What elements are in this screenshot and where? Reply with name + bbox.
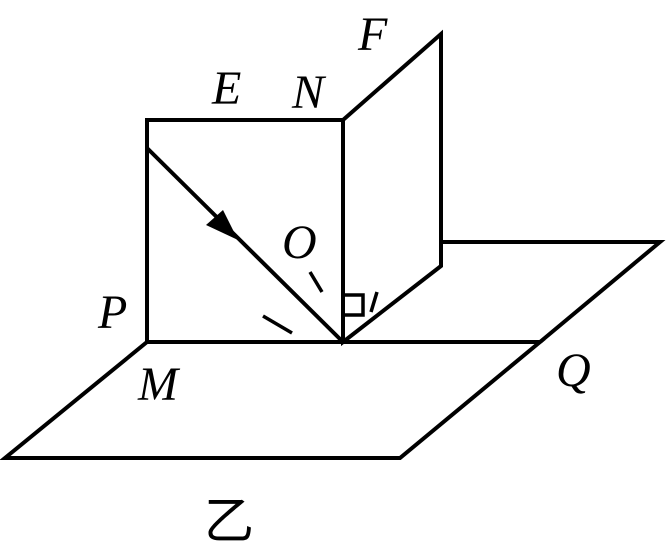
reflected-dash bbox=[262, 314, 293, 335]
ray-direction-arrow bbox=[206, 210, 238, 240]
ground-plane-back-edge bbox=[440, 240, 666, 344]
normal-dash-2 bbox=[369, 291, 379, 313]
label-n: N bbox=[291, 66, 327, 119]
label-q: Q bbox=[556, 344, 591, 397]
ground-plane bbox=[0, 340, 546, 460]
normal-dash-1 bbox=[308, 271, 324, 293]
label-p: P bbox=[97, 286, 127, 339]
board-f bbox=[341, 29, 443, 347]
label-f: F bbox=[357, 8, 388, 61]
label-m: M bbox=[137, 358, 181, 411]
right-angle-mark bbox=[341, 293, 365, 317]
label-o: O bbox=[282, 216, 317, 269]
incident-ray bbox=[145, 146, 345, 344]
label-e: E bbox=[211, 62, 241, 115]
figure-caption: 乙 bbox=[204, 492, 254, 550]
